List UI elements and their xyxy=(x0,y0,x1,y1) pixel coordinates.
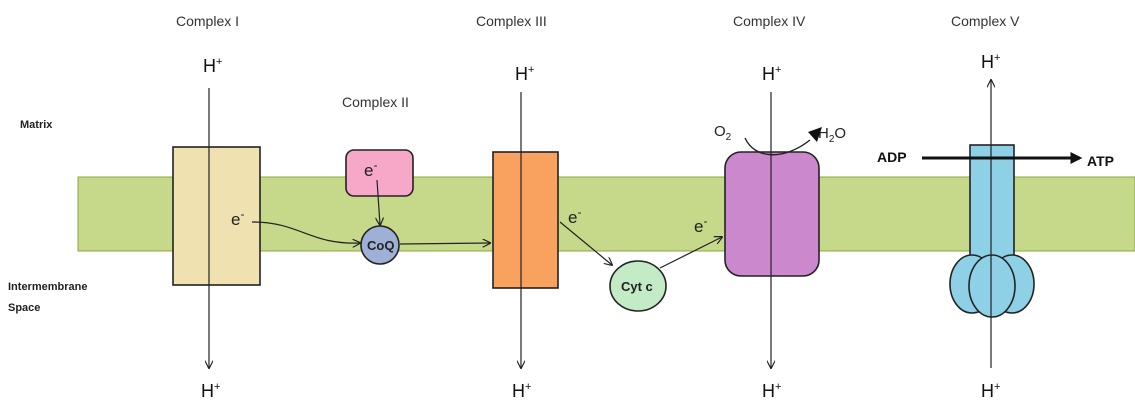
matrix-label: Matrix xyxy=(20,119,53,131)
proton-top-3: H+ xyxy=(515,64,534,84)
complex-5-headpiece xyxy=(950,255,1034,317)
adp-label: ADP xyxy=(877,149,907,165)
intermembrane-label: Intermembrane xyxy=(8,281,87,293)
intermembrane-label-2: Space xyxy=(8,302,40,314)
complex-3-title: Complex III xyxy=(476,13,547,29)
proton-bottom-3: H+ xyxy=(512,381,531,401)
complex-1-box xyxy=(173,147,260,285)
complex-4-title: Complex IV xyxy=(733,13,806,29)
complex-1-title: Complex I xyxy=(176,13,239,29)
complex-5-title: Complex V xyxy=(951,13,1020,29)
proton-bottom-1: H+ xyxy=(201,381,220,401)
complex-2-box xyxy=(346,150,413,196)
proton-bottom-5: H+ xyxy=(981,381,1000,401)
complex-2-title: Complex II xyxy=(342,94,409,110)
oxygen-label: O2 xyxy=(714,123,732,143)
atp-label: ATP xyxy=(1087,153,1114,169)
coq-label: CoQ xyxy=(367,238,394,253)
complex-5-stalk xyxy=(970,145,1014,260)
water-label: H2O xyxy=(818,125,846,145)
cytc-label: Cyt c xyxy=(621,279,653,294)
proton-top-4: H+ xyxy=(762,64,781,84)
proton-top-1: H+ xyxy=(203,56,222,76)
proton-bottom-4: H+ xyxy=(762,381,781,401)
complex-4-box xyxy=(725,152,819,276)
complex-3-box xyxy=(493,152,558,288)
proton-top-5: H+ xyxy=(981,52,1000,72)
